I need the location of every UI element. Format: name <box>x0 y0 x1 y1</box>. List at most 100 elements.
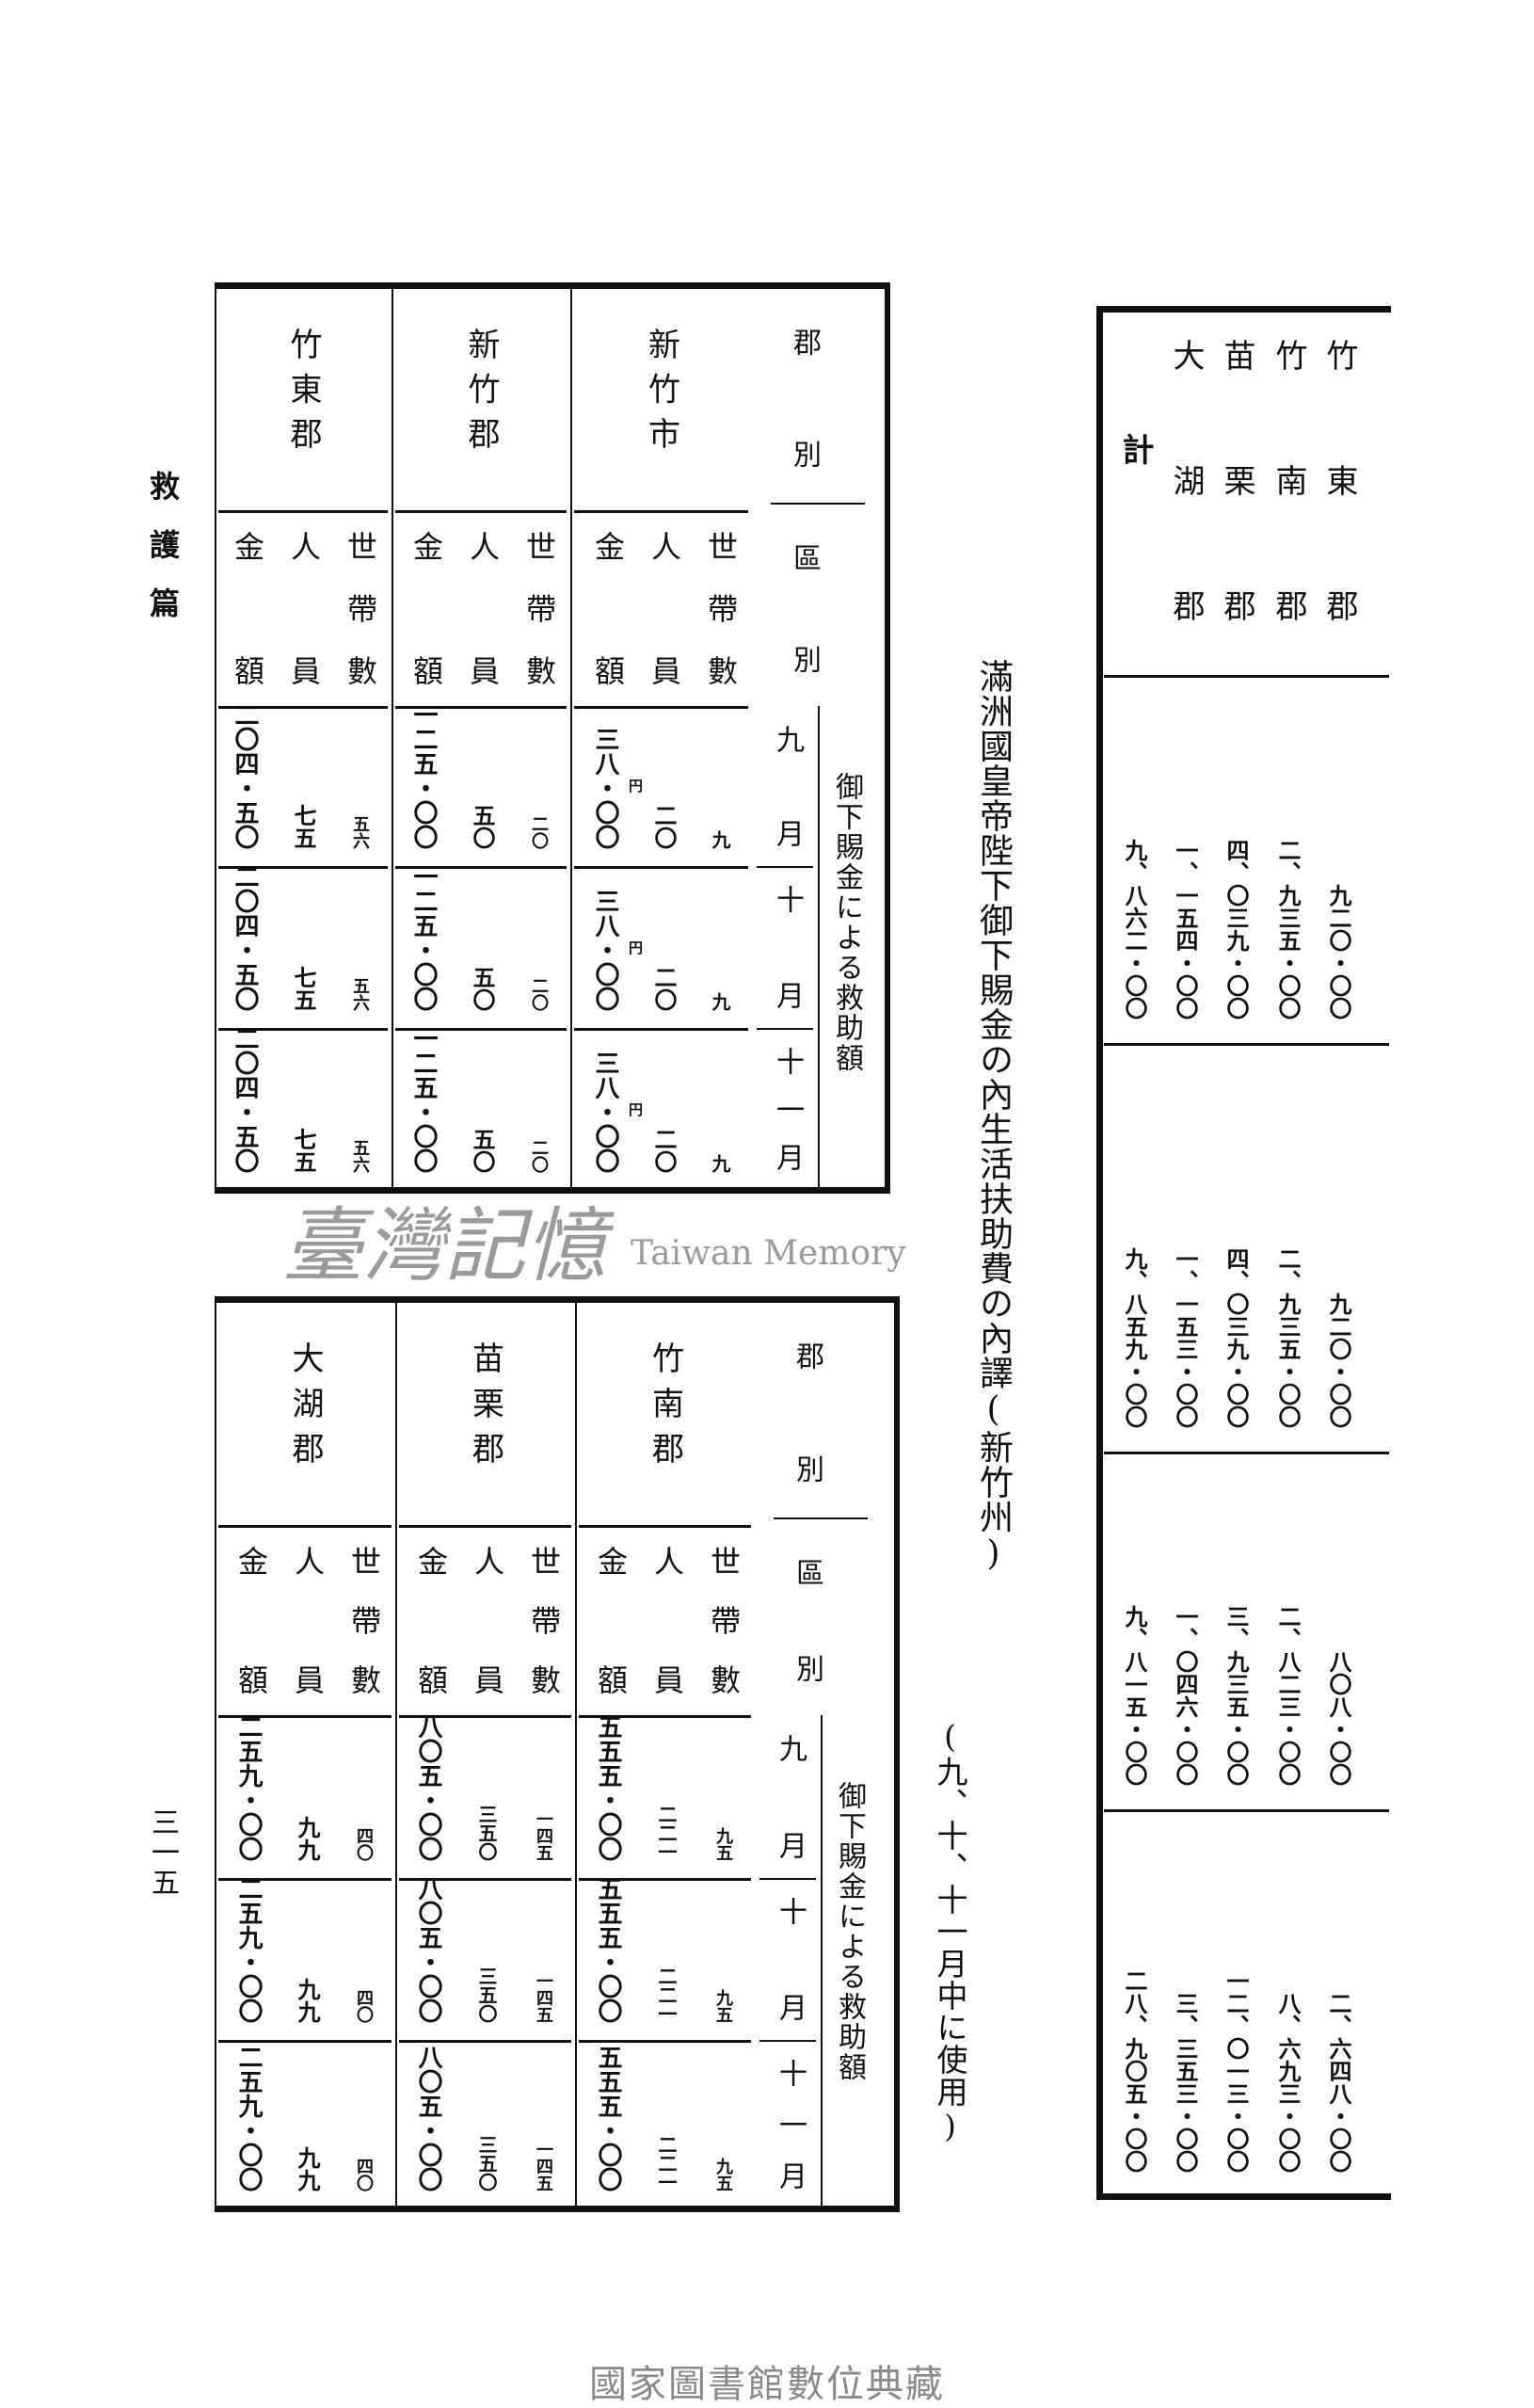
households-value: 二〇 <box>529 815 549 849</box>
summary-value: 二、九三五・〇〇 <box>1274 1247 1302 1428</box>
column-header-households: 世帶數 <box>703 531 739 685</box>
persons-value: 五〇 <box>469 804 496 849</box>
table-rule <box>218 1715 391 1718</box>
summary-value: 八〇八・〇〇 <box>1325 1650 1352 1786</box>
column-header-persons: 人員 <box>470 1546 505 1694</box>
amount-value: 二〇四・五〇 <box>231 1026 259 1173</box>
amount-value: 一二五・〇〇 <box>409 1026 438 1173</box>
persons-value: 五〇 <box>469 1128 496 1173</box>
table-rule <box>757 866 813 868</box>
table-rule <box>215 2206 900 2212</box>
column-header-persons: 人員 <box>647 531 682 685</box>
category-label: 區別 <box>788 543 821 673</box>
table-rule <box>218 1878 391 1881</box>
summary-column-header: 竹東郡 <box>1320 339 1358 621</box>
yen-mark: 円 <box>627 940 644 955</box>
district-name: 苗栗郡 <box>466 1341 504 1464</box>
households-value: 九 <box>709 1154 731 1173</box>
table-rule <box>391 285 393 1190</box>
table-rule <box>570 285 572 1190</box>
table-rule <box>894 1296 900 2211</box>
table-rule <box>771 503 865 505</box>
table-rule <box>1104 1809 1389 1812</box>
amount-value: 二〇四・五〇 <box>231 864 259 1011</box>
persons-value: 七五 <box>290 804 317 849</box>
table-rule <box>215 285 216 1190</box>
district-name: 竹東郡 <box>284 328 322 449</box>
table-rule <box>1104 1043 1389 1046</box>
yen-mark: 円 <box>627 1102 644 1116</box>
column-header-persons: 人員 <box>290 1546 326 1694</box>
households-value: 九五 <box>713 2158 733 2191</box>
grand-total-value: 一二、〇一三・〇〇 <box>1222 1969 1250 2173</box>
district-label: 郡別 <box>791 1341 823 1483</box>
month-label: 十一月 <box>771 1047 804 1171</box>
district-name: 新竹郡 <box>462 328 500 449</box>
summary-column-header: 竹南郡 <box>1270 339 1307 621</box>
table-rule <box>1096 306 1391 313</box>
table-rule <box>579 1878 751 1881</box>
households-value: 九 <box>709 830 731 849</box>
amount-value: 一二五・〇〇 <box>409 864 438 1011</box>
district-name: 大湖郡 <box>286 1341 324 1464</box>
column-header-amount: 金額 <box>593 1546 629 1694</box>
amount-value: 二〇四・五〇 <box>231 702 259 849</box>
households-value: 四〇 <box>354 1989 374 2023</box>
month-label: 九月 <box>771 725 804 847</box>
column-header-households: 世帶數 <box>521 531 557 685</box>
persons-value: 二二一 <box>655 1805 678 1861</box>
households-value: 二〇 <box>529 977 549 1011</box>
table-rule <box>215 1296 900 1303</box>
table-rule <box>218 706 388 709</box>
footer-credit: 國家圖書館數位典藏 <box>589 2363 945 2406</box>
table-rule <box>399 1715 571 1718</box>
summary-value: 三、九三五・〇〇 <box>1222 1605 1250 1786</box>
watermark-latin: Taiwan Memory <box>631 1234 906 1273</box>
amount-value: 三八・〇〇 <box>591 727 619 849</box>
table-rule <box>218 2040 391 2043</box>
column-header-amount: 金額 <box>230 531 265 685</box>
amount-value: 五五五・〇〇 <box>594 1714 622 1861</box>
table-rule <box>218 1028 388 1031</box>
table-rule <box>395 866 567 869</box>
summary-value: 九、八五九・〇〇 <box>1121 1247 1148 1428</box>
column-header-amount: 金額 <box>233 1546 269 1694</box>
amount-value: 一二五・〇〇 <box>409 702 438 849</box>
column-header-households: 世帶數 <box>526 1546 562 1694</box>
amount-value: 八〇五・〇〇 <box>414 2045 442 2191</box>
table-rule <box>759 2040 816 2042</box>
persons-value: 五〇 <box>469 966 496 1011</box>
table-rule <box>579 2040 751 2043</box>
households-value: 九五 <box>713 1827 733 1861</box>
table-rule <box>395 1299 397 2208</box>
grand-total-value: 二八、九〇五・〇〇 <box>1121 1969 1148 2173</box>
table-rule <box>215 1299 216 2208</box>
persons-value: 九九 <box>294 1816 321 1861</box>
grand-total-value: 三、三五三・〇〇 <box>1172 1992 1199 2173</box>
amount-value: 二五九・〇〇 <box>234 1714 263 1861</box>
yen-mark: 円 <box>627 779 644 793</box>
households-value: 四〇 <box>354 2158 374 2191</box>
summary-value: 二、九三五・〇〇 <box>1274 839 1302 1019</box>
table-rule <box>218 1525 391 1528</box>
amount-value: 二五九・〇〇 <box>234 2045 263 2191</box>
table-rule <box>399 1878 571 1881</box>
persons-value: 九九 <box>294 2146 321 2191</box>
summary-value: 一、〇四六・〇〇 <box>1172 1605 1199 1786</box>
households-value: 五六 <box>350 977 370 1011</box>
table-rule <box>215 1187 890 1194</box>
households-value: 一四五 <box>534 1810 553 1861</box>
persons-value: 二二一 <box>655 1967 678 2023</box>
district-name: 竹南郡 <box>646 1341 684 1464</box>
table-rule <box>574 866 748 869</box>
table-rule <box>399 2040 571 2043</box>
section-heading: 救護篇 <box>145 471 181 646</box>
table-rule <box>399 1525 571 1528</box>
table-rule <box>1096 309 1103 2196</box>
persons-value: 三五〇 <box>475 2135 498 2191</box>
households-value: 九 <box>709 992 731 1011</box>
households-value: 二〇 <box>529 1139 549 1173</box>
table-rule <box>1104 1452 1389 1454</box>
amount-value: 五五五・〇〇 <box>594 1876 622 2023</box>
table-rule <box>1096 2193 1391 2200</box>
